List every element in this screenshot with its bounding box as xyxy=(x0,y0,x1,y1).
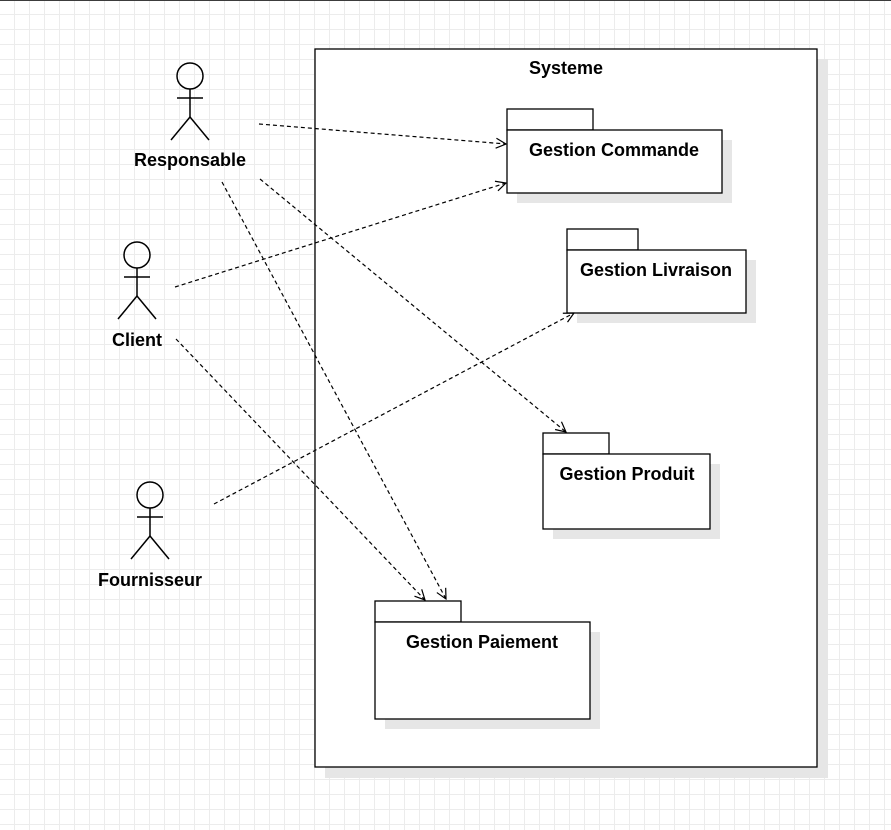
dependency-lines xyxy=(174,123,574,600)
package-tab xyxy=(542,432,610,455)
system-label: Systeme xyxy=(529,58,603,78)
actor-client[interactable]: Client xyxy=(112,241,162,350)
dependency-responsable-paiement[interactable] xyxy=(221,181,446,599)
dependency-fournisseur-livraison[interactable] xyxy=(213,313,574,505)
package-body xyxy=(542,453,711,530)
stick-figure-icon xyxy=(170,62,210,141)
package-label: Gestion Commande xyxy=(529,140,699,160)
actor-label: Client xyxy=(112,330,162,350)
package-label: Gestion Produit xyxy=(560,464,695,484)
package-body xyxy=(506,129,723,194)
actor-responsable[interactable]: Responsable xyxy=(134,62,246,170)
dependency-responsable-commande[interactable] xyxy=(258,123,506,144)
package-tab xyxy=(506,108,594,131)
package-gestion-commande[interactable]: Gestion Commande xyxy=(506,108,732,203)
stick-figure-icon xyxy=(117,241,157,320)
package-tab xyxy=(566,228,639,251)
canvas-top-border xyxy=(0,0,891,1)
package-label: Gestion Paiement xyxy=(406,632,558,652)
package-label: Gestion Livraison xyxy=(580,260,732,280)
stick-figure-icon xyxy=(130,481,170,560)
actor-fournisseur[interactable]: Fournisseur xyxy=(98,481,202,590)
package-gestion-produit[interactable]: Gestion Produit xyxy=(542,432,720,539)
dependency-responsable-produit[interactable] xyxy=(259,178,566,432)
dependency-client-commande[interactable] xyxy=(174,183,506,288)
package-gestion-paiement[interactable]: Gestion Paiement xyxy=(374,600,600,729)
package-body xyxy=(374,621,591,720)
package-gestion-livraison[interactable]: Gestion Livraison xyxy=(566,228,756,323)
package-tab xyxy=(374,600,462,623)
actor-label: Fournisseur xyxy=(98,570,202,590)
actor-label: Responsable xyxy=(134,150,246,170)
package-body xyxy=(566,249,747,314)
